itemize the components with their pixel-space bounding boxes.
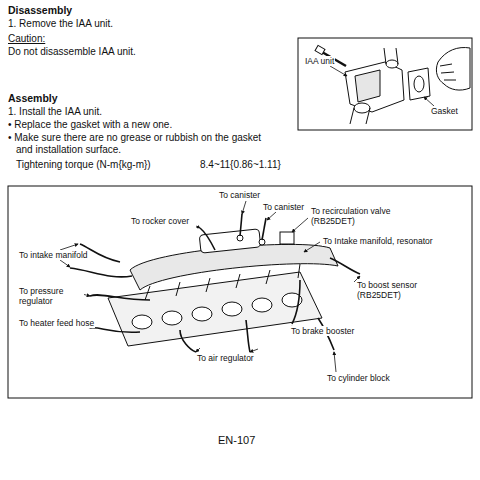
part-name: IAA unit	[304, 56, 335, 66]
step-text: 1. Remove the IAA unit.	[8, 18, 113, 30]
hose-label: To brake booster	[290, 326, 355, 336]
gasket-figure	[408, 68, 430, 100]
leader-line	[330, 66, 434, 106]
inset-frame	[298, 38, 472, 130]
hose-label: To rocker cover	[130, 216, 190, 226]
hose-label: To Intake manifold, resonator	[322, 236, 434, 246]
caution-text: Do not disassemble IAA unit.	[8, 46, 136, 58]
page-number: EN-107	[218, 434, 255, 447]
section-heading: Assembly	[8, 92, 58, 105]
hose	[70, 214, 360, 352]
hose-label: To heater feed hose	[18, 318, 95, 328]
bullet-text: • Replace the gasket with a new one.	[8, 119, 172, 131]
hose-label: To intake manifold	[18, 250, 89, 260]
hose-label: To boost sensor (RB25DET)	[356, 280, 442, 300]
hose-label: To canister	[262, 202, 305, 212]
section-heading: Disassembly	[8, 4, 72, 17]
caution-heading: Caution:	[8, 33, 45, 45]
hose-label: To canister	[218, 190, 261, 200]
hose-label: To recirculation valve (RB25DET)	[310, 206, 412, 226]
torque-value: 8.4~11{0.86~1.11}	[200, 159, 281, 171]
hose-label: To cylinder block	[326, 373, 391, 383]
part-name: Gasket	[430, 106, 459, 116]
hose-label: To pressure regulator	[18, 286, 84, 306]
leader-line	[60, 201, 360, 372]
figure-frame	[8, 186, 472, 398]
hand-figure	[436, 48, 470, 91]
step-text: 1. Install the IAA unit.	[8, 106, 102, 118]
hose-label: To air regulator	[196, 353, 255, 363]
torque-label: Tightening torque (N-m{kg-m})	[16, 159, 151, 171]
bullet-text: • Make sure there are no grease or rubbi…	[8, 132, 278, 156]
